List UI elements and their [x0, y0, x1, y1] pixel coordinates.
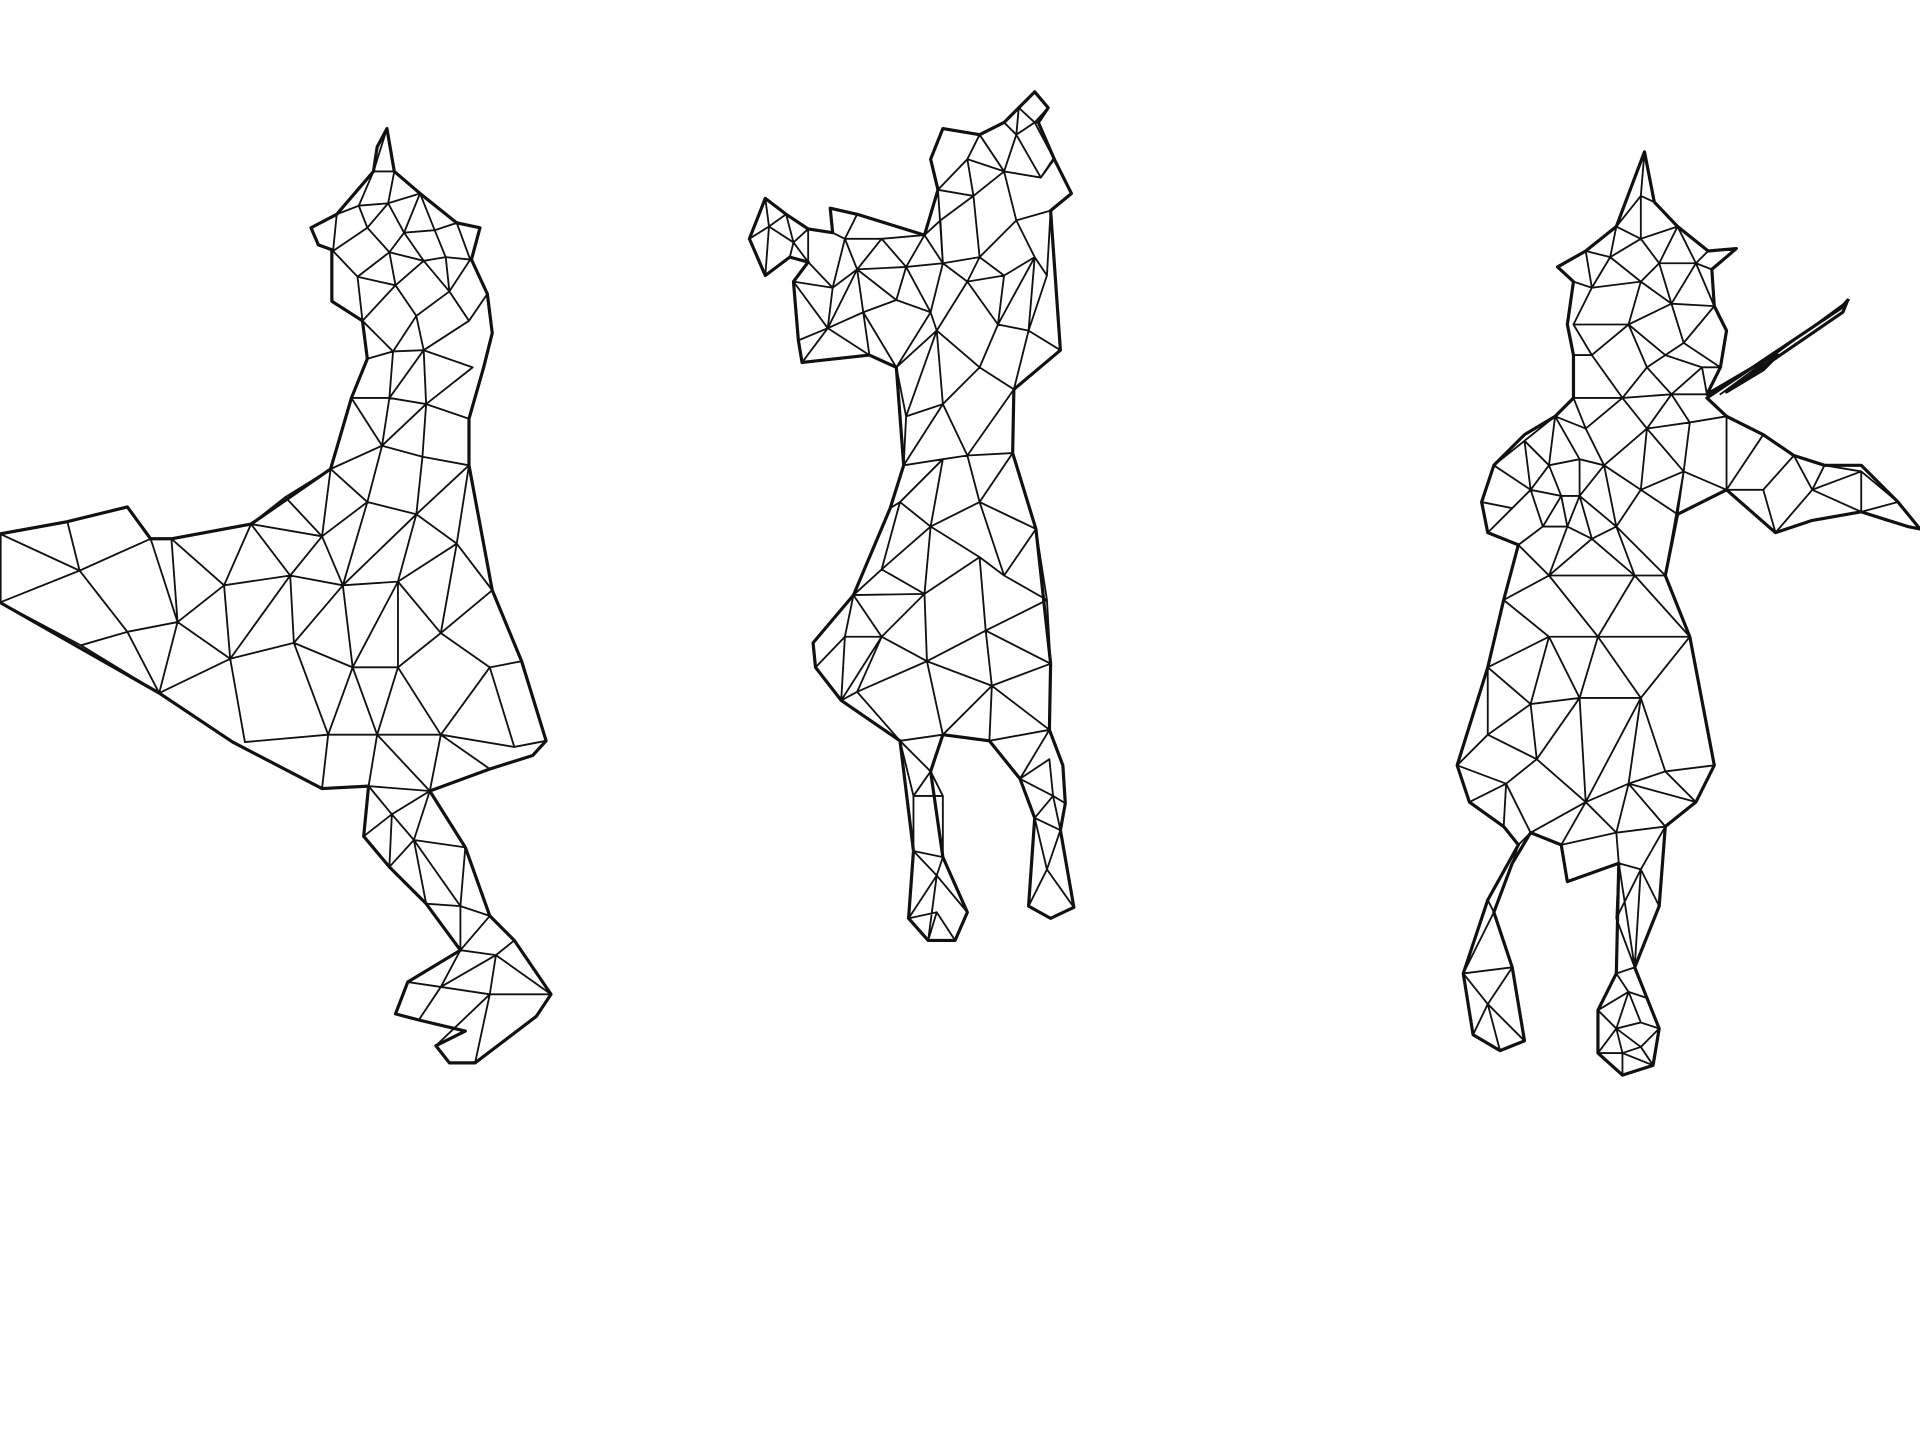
violinist-figure [1455, 150, 1920, 1077]
trumpeter-figure [747, 90, 1076, 942]
pianist-figure [0, 126, 553, 1065]
